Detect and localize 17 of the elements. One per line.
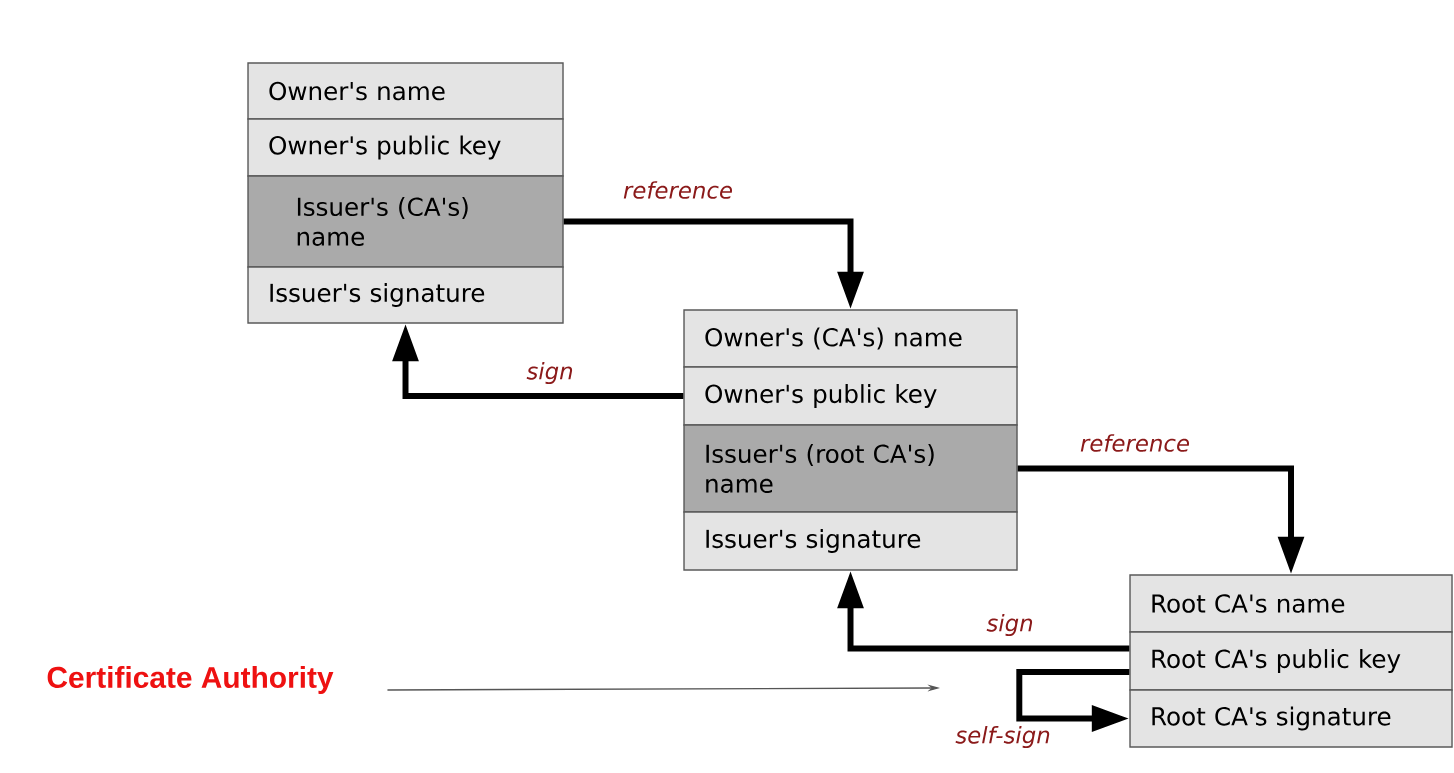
certificate-field: Owner's name [247,62,564,120]
certificate-field: Issuer's signature [247,266,564,324]
edge-label: self-sign [953,724,1053,750]
certificate-field: Owner's (CA's) name [683,309,1018,368]
edge-label: sign [524,360,576,386]
edge-label: sign [984,612,1036,638]
certificate-field: Issuer's signature [683,511,1018,571]
certificate-field: Issuer's (root CA's) name [683,424,1018,513]
edge-label: reference [1078,432,1192,454]
certificate-field: Owner's public key [683,366,1018,426]
certificate-field: Owner's public key [247,118,564,177]
certificate-field: Root CA's public key [1129,631,1453,691]
callout-text: Certificate Authority [47,666,334,694]
certificate-field: Issuer's (CA's) name [247,175,564,268]
certificate-field: Root CA's name [1129,574,1453,633]
certificate-field: Root CA's signature [1129,689,1453,748]
edge-label: reference [621,179,735,201]
